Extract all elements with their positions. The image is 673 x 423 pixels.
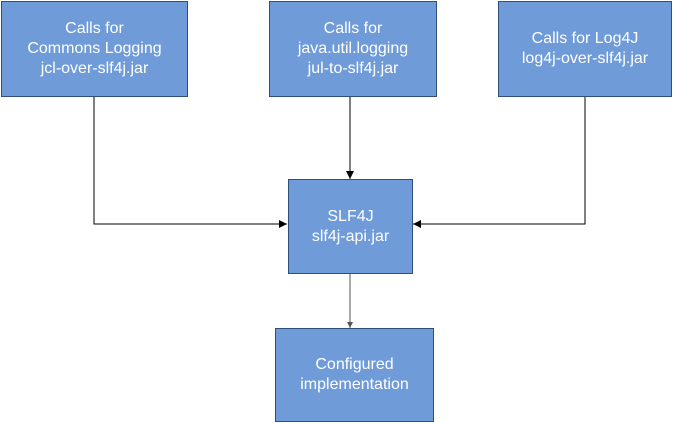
node-log4j-line-1: Calls for Log4J — [531, 30, 639, 47]
node-java-util-logging-line-3: jul-to-slf4j.jar — [307, 60, 399, 77]
node-log4j: Calls for Log4J log4j-over-slf4j.jar — [498, 1, 672, 97]
arrow-commons-logging-to-slf4j — [93, 96, 287, 228]
arrow-log4j-to-slf4j — [413, 96, 586, 228]
node-configured-line-2: implementation — [300, 376, 409, 393]
node-commons-logging-line-1: Calls for — [65, 20, 124, 37]
node-commons-logging-line-2: Commons Logging — [27, 40, 162, 57]
node-slf4j-line-2: slf4j-api.jar — [311, 227, 390, 245]
node-log4j-line-2: log4j-over-slf4j.jar — [521, 50, 649, 67]
node-java-util-logging: Calls for java.util.logging jul-to-slf4j… — [269, 1, 437, 97]
node-commons-logging: Calls for Commons Logging jcl-over-slf4j… — [1, 1, 188, 97]
node-slf4j: SLF4J slf4j-api.jar — [288, 179, 413, 274]
node-configured-implementation: Configured implementation — [275, 328, 434, 422]
node-configured-line-1: Configured — [315, 356, 394, 373]
node-commons-logging-line-3: jcl-over-slf4j.jar — [40, 60, 149, 77]
node-java-util-logging-line-1: Calls for — [323, 20, 383, 37]
node-java-util-logging-line-2: java.util.logging — [297, 40, 409, 57]
node-slf4j-line-1: SLF4J — [327, 207, 374, 225]
